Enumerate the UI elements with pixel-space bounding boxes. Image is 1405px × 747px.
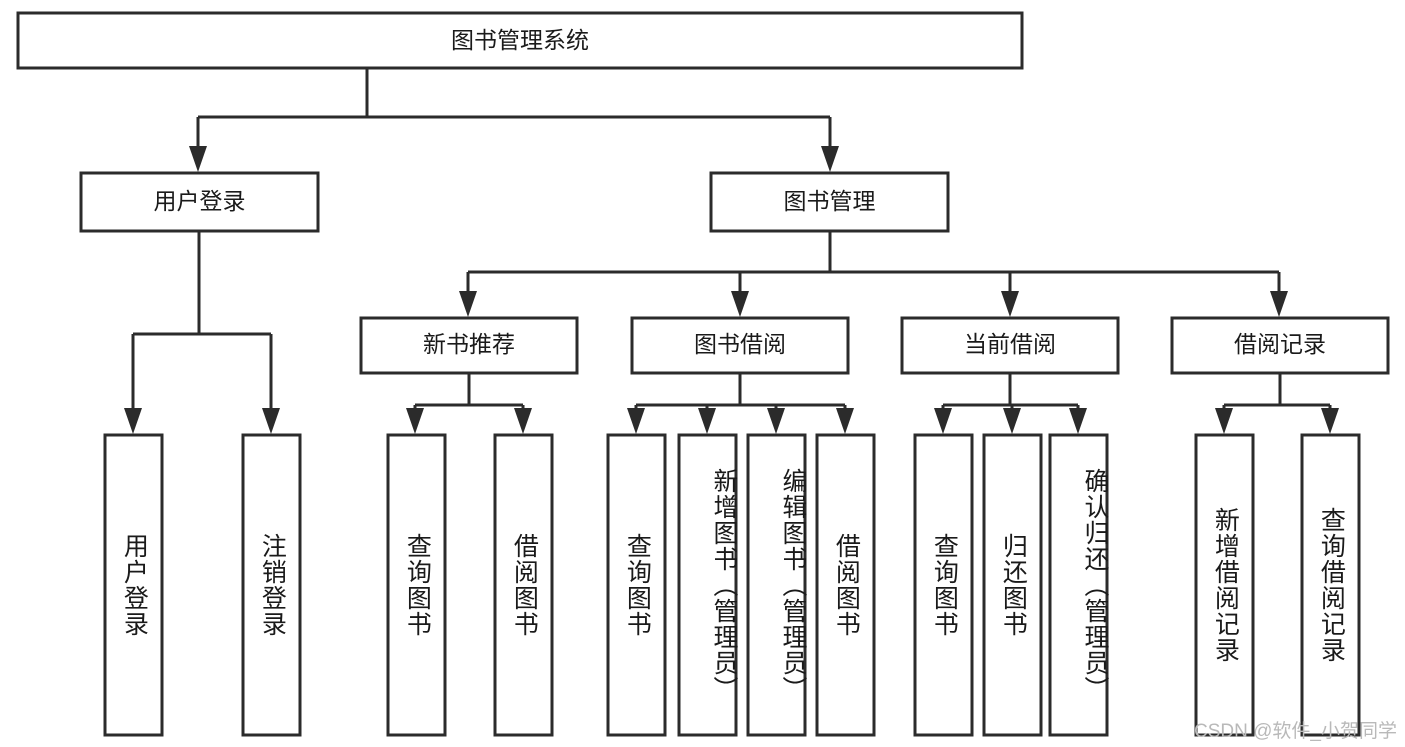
node-leaf-borrow-edit[interactable] <box>746 433 807 737</box>
node-leaf-cur-query[interactable] <box>913 433 974 737</box>
node-leaf-cur-return[interactable] <box>982 433 1043 737</box>
node-book-manage-label: 图书管理 <box>784 188 876 214</box>
node-new-book-rec-label: 新书推荐 <box>423 331 515 357</box>
node-current-borrow-label: 当前借阅 <box>964 331 1056 357</box>
node-leaf-rec-search[interactable] <box>1300 433 1361 737</box>
connector-bookmanage-to-level3 <box>459 231 1288 317</box>
node-leaf-borrow-lend[interactable] <box>815 433 876 737</box>
node-book-manage[interactable] <box>709 171 950 233</box>
node-current-borrow[interactable] <box>900 316 1120 375</box>
node-root[interactable] <box>16 11 1024 70</box>
node-leaf-rec-borrow[interactable] <box>493 433 554 737</box>
connector-borrowrecord-to-leaves <box>1215 373 1339 434</box>
node-leaf-user-login[interactable] <box>103 433 164 737</box>
node-leaf-rec-query[interactable] <box>386 433 447 737</box>
connector-root-to-level2 <box>189 68 839 172</box>
node-book-borrow-label: 图书借阅 <box>694 331 786 357</box>
node-leaf-borrow-add[interactable] <box>677 433 738 737</box>
connector-userlogin-to-leaves <box>124 231 280 434</box>
node-leaf-borrow-query[interactable] <box>606 433 667 737</box>
node-borrow-record[interactable] <box>1170 316 1390 375</box>
connector-currentborrow-to-leaves <box>934 373 1087 434</box>
node-book-borrow[interactable] <box>630 316 850 375</box>
node-leaf-rec-add[interactable] <box>1194 433 1255 737</box>
node-user-login-label: 用户登录 <box>154 188 246 214</box>
node-leaf-user-logout[interactable] <box>241 433 302 737</box>
connector-newbookrec-to-leaves <box>406 373 532 434</box>
csdn-watermark: CSDN @软件_小贺同学 <box>1194 721 1397 742</box>
node-new-book-rec[interactable] <box>359 316 579 375</box>
node-borrow-record-label: 借阅记录 <box>1234 331 1326 357</box>
connector-bookborrow-to-leaves <box>627 373 854 434</box>
node-leaf-cur-confirm[interactable] <box>1048 433 1109 737</box>
node-root-label: 图书管理系统 <box>451 27 589 53</box>
node-user-login[interactable] <box>79 171 320 233</box>
